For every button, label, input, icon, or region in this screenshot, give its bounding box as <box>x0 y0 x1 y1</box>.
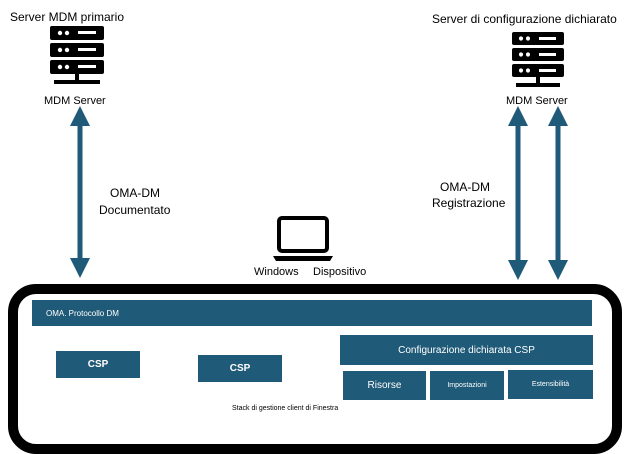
resources-box: Risorse <box>343 371 426 400</box>
right-connection-protocol: OMA-DM <box>440 180 490 194</box>
csp-box-2: CSP <box>198 355 282 382</box>
left-connection-protocol: OMA-DM <box>110 186 160 200</box>
config-server-label: MDM Server <box>506 95 568 107</box>
device-type-label: Dispositivo <box>313 266 367 278</box>
device-os-label: Windows <box>254 266 299 278</box>
laptop-icon <box>273 216 333 261</box>
config-server-icon <box>512 32 564 87</box>
primary-server-title: Server MDM primario <box>10 10 125 24</box>
client-stack-caption: Stack di gestione client di Finestra <box>232 405 339 412</box>
extensibility-box: Estensibilità <box>508 370 593 399</box>
primary-server-icon <box>50 26 104 84</box>
declared-config-csp-box: Configurazione dichiarata CSP <box>340 335 593 365</box>
left-connection-description: Documentato <box>99 203 171 217</box>
right-connection-description: Registrazione <box>432 196 506 210</box>
config-server-title: Server di configurazione dichiarato <box>432 12 617 26</box>
oma-protocol-bar: OMA. Protocollo DM <box>32 300 592 326</box>
csp-box-1: CSP <box>56 351 140 378</box>
settings-box: Impostazioni <box>430 371 504 400</box>
primary-server-label: MDM Server <box>44 95 106 107</box>
